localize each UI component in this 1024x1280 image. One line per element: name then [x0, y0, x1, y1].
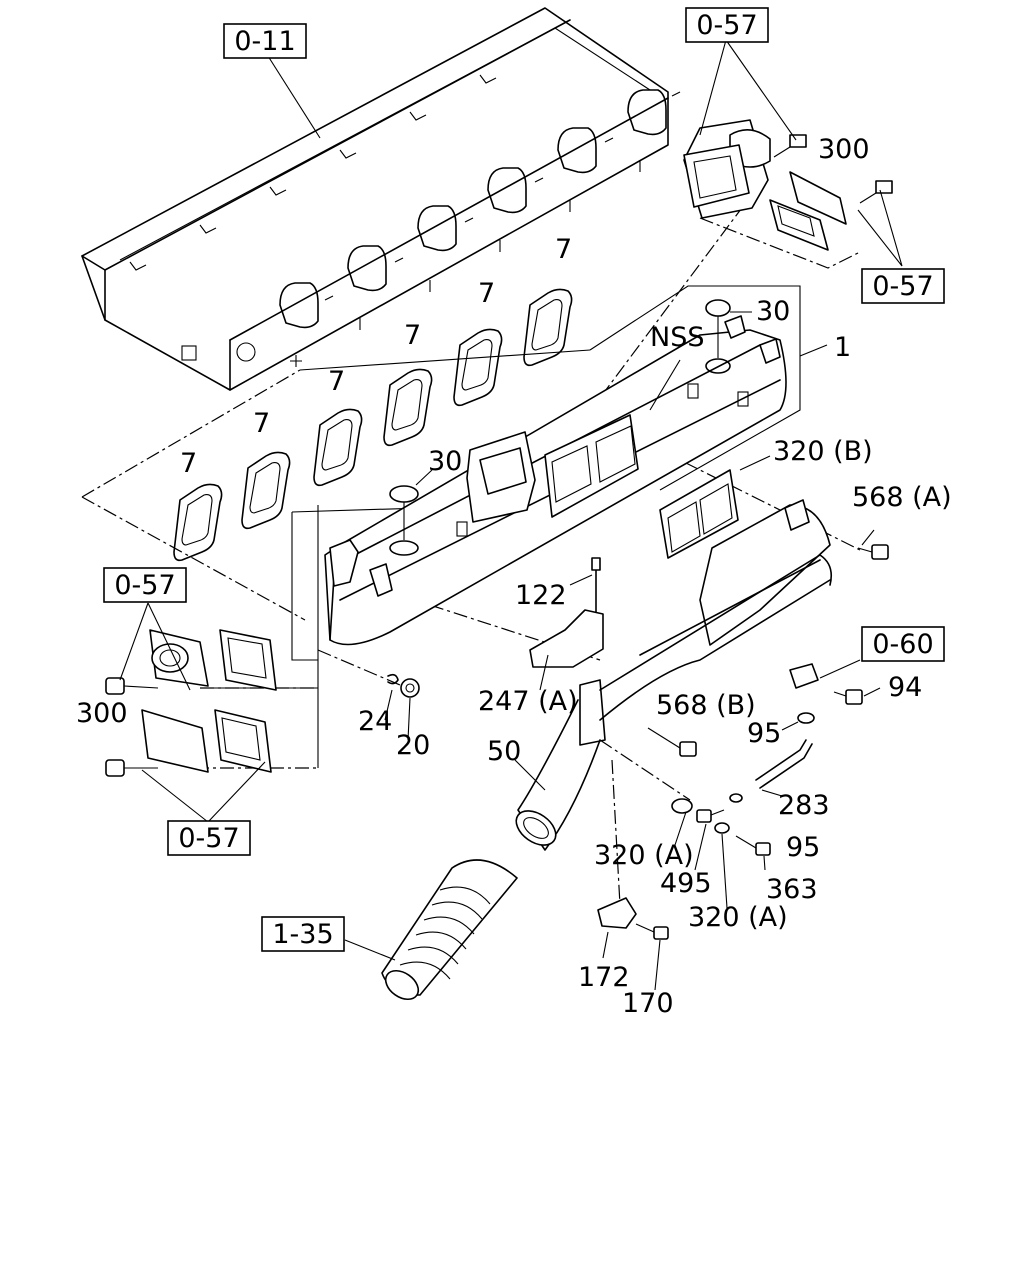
callout-7: 7: [404, 320, 421, 351]
callout-300-left: 300: [76, 698, 128, 729]
bolt-icon: [105, 759, 158, 777]
callout-20: 20: [396, 730, 430, 761]
cylinder-head: [81, 7, 681, 391]
callout-320a: 320 (A): [594, 840, 694, 871]
callout-7: 7: [253, 408, 270, 439]
callout-30-mid: 30: [428, 446, 462, 477]
callout-172: 172: [578, 962, 630, 993]
ref-box-left-egr-cover-bottom: 0-57: [167, 820, 251, 856]
callout-170: 170: [622, 988, 674, 1019]
callout-30-top: 30: [756, 296, 790, 327]
svg-text:1-35: 1-35: [272, 919, 333, 950]
ref-box-cylinder-head: 0-11: [223, 23, 307, 59]
callout-320b: 320 (B): [773, 436, 873, 467]
bolt-icon: [859, 180, 893, 204]
svg-text:0-57: 0-57: [872, 271, 933, 302]
callout-363: 363: [766, 874, 818, 905]
callout-95: 95: [786, 832, 820, 863]
callout-7: 7: [555, 234, 572, 265]
svg-text:0-57: 0-57: [178, 823, 239, 854]
ref-box-hose: 1-35: [261, 916, 345, 952]
callout-95: 95: [747, 718, 781, 749]
svg-text:0-60: 0-60: [872, 629, 933, 660]
callout-94: 94: [888, 672, 922, 703]
callout-320a: 320 (A): [688, 902, 788, 933]
ref-box-right-egr-cover: 0-57: [861, 268, 945, 304]
ref-box-left-egr-cover-top: 0-57: [103, 567, 187, 603]
ref-box-top-egr-cover: 0-57: [685, 7, 769, 43]
ref-box-sensor: 0-60: [861, 626, 945, 662]
exhaust-manifold: [324, 299, 787, 646]
callout-7: 7: [328, 366, 345, 397]
left-egr-covers: [105, 629, 277, 777]
callout-7: 7: [180, 448, 197, 479]
outlet-elbow: [659, 469, 831, 646]
callout-leaders: [119, 39, 903, 991]
flex-hose: [381, 859, 518, 1001]
egr-pipe: [515, 554, 833, 851]
callout-247a: 247 (A): [478, 686, 578, 717]
callout-1: 1: [834, 332, 851, 363]
bolt-icon: [105, 677, 159, 695]
callout-283: 283: [778, 790, 830, 821]
bolt-icon: [773, 134, 807, 158]
svg-text:0-11: 0-11: [234, 26, 295, 57]
callout-495: 495: [660, 868, 712, 899]
callout-300-top: 300: [818, 134, 870, 165]
callout-568a: 568 (A): [852, 482, 952, 513]
manifold-gaskets: [173, 288, 573, 562]
top-egr-cover: [683, 119, 893, 251]
callout-24: 24: [358, 706, 392, 737]
callout-7: 7: [478, 278, 495, 309]
small-fasteners: [387, 544, 889, 940]
callout-568b: 568 (B): [656, 690, 756, 721]
callout-122: 122: [515, 580, 567, 611]
svg-text:0-57: 0-57: [696, 10, 757, 41]
callout-nss: NSS: [650, 322, 704, 353]
svg-text:0-57: 0-57: [114, 570, 175, 601]
callout-50: 50: [487, 736, 521, 767]
